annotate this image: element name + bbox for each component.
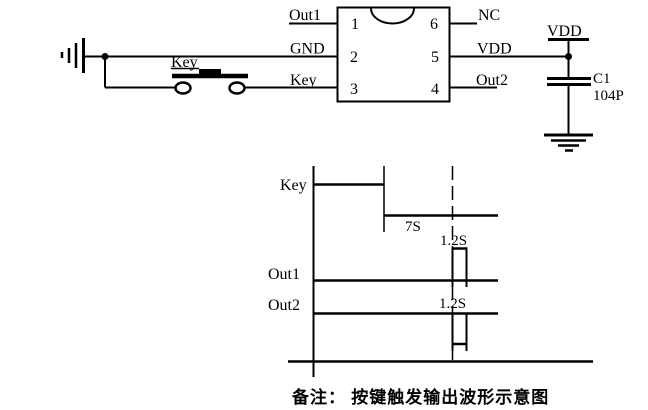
- right-ground-symbol: [544, 133, 593, 152]
- timing-out1-label: Out1: [268, 266, 300, 283]
- switch-actuator-bump: [199, 69, 221, 75]
- ic-pin-number-2: 2: [350, 49, 358, 66]
- capacitor-ref-label: C1: [593, 71, 611, 87]
- ic-pin-number-1: 1: [351, 16, 359, 33]
- capacitor-value-label: 104P: [593, 88, 624, 104]
- ic-notch: [370, 8, 415, 25]
- capacitor-c1: [547, 77, 591, 134]
- pin2-label: GND: [290, 41, 325, 58]
- key-low-duration-annotation: 7S: [405, 219, 421, 235]
- timing-out2-label: Out2: [268, 297, 300, 314]
- vdd-rail-label: VDD: [547, 23, 582, 40]
- ic-pin-number-4: 4: [431, 81, 439, 98]
- key-switch: [171, 67, 248, 95]
- vdd-supply: [548, 38, 589, 78]
- pin5-label: VDD: [477, 41, 512, 58]
- switch-terminal-right: [228, 81, 246, 95]
- pin6-label: NC: [478, 7, 500, 24]
- note-caption: 备注： 按键触发输出波形示意图: [291, 387, 549, 407]
- ic-chip: [336, 6, 451, 103]
- switch-key-label: Key: [171, 54, 198, 71]
- out2-waveform: [313, 312, 498, 351]
- ic-pin-number-3: 3: [350, 81, 358, 98]
- ic-pin-number-5: 5: [431, 49, 439, 66]
- out2-pulse-width-annotation: 1.2S: [439, 296, 466, 312]
- out1-pulse-width-annotation: 1.2S: [440, 233, 467, 249]
- pin3-label: Key: [290, 72, 317, 89]
- pin4-label: Out2: [476, 72, 508, 89]
- vdd-junction-dot: [565, 53, 572, 60]
- left-ground-symbol: [60, 38, 85, 73]
- pin1-label: Out1: [289, 7, 321, 24]
- ic-pin-number-6: 6: [430, 16, 438, 33]
- circuit-section: [60, 6, 593, 152]
- out1-waveform: [313, 247, 498, 287]
- switch-terminal-left: [174, 81, 192, 95]
- timing-diagram: [288, 166, 593, 377]
- key-waveform: [313, 166, 498, 232]
- timing-key-label: Key: [280, 177, 307, 194]
